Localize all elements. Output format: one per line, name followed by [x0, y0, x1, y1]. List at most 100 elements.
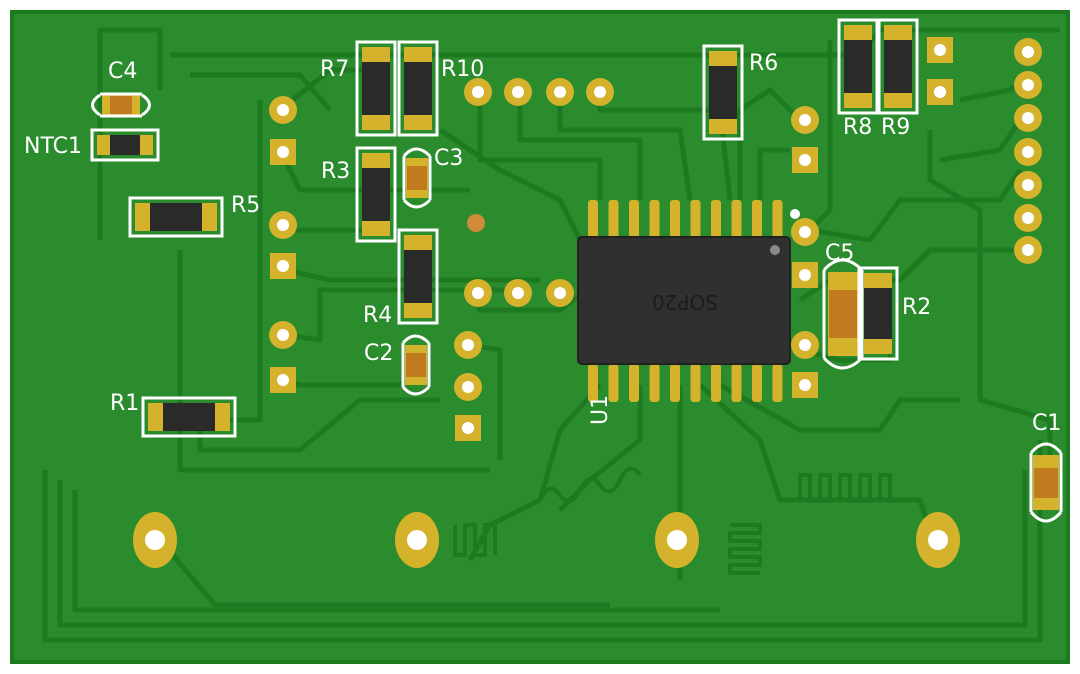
component-c3 [402, 147, 432, 209]
drill-hole [934, 44, 946, 56]
drill-hole [799, 269, 811, 281]
orange-via [467, 214, 485, 232]
component-r8 [837, 18, 879, 115]
ic-pins-top [588, 200, 783, 238]
label-r1: R1 [110, 391, 139, 416]
component-r9 [877, 18, 919, 115]
through-hole-pads [269, 37, 1042, 441]
drill-hole [472, 287, 484, 299]
drill-hole [472, 86, 484, 98]
drill-hole [277, 260, 289, 272]
drill-hole [799, 339, 811, 351]
ic-pin1-dot [770, 245, 780, 255]
label-r7: R7 [320, 57, 349, 82]
ic-pin [588, 200, 598, 238]
component-c1 [1029, 442, 1063, 523]
component-c5 [822, 258, 864, 370]
mounting-hole [667, 530, 687, 550]
label-c5: C5 [825, 241, 854, 266]
drill-hole [594, 86, 606, 98]
ic-pin [772, 364, 783, 402]
label-r5: R5 [231, 193, 260, 218]
drill-hole [934, 86, 946, 98]
label-ntc1: NTC1 [24, 134, 82, 159]
ic-pin [752, 364, 762, 402]
copper-pour [14, 14, 1066, 660]
drill-hole [799, 114, 811, 126]
drill-hole [1022, 179, 1034, 191]
drill-hole [1022, 46, 1034, 58]
drill-hole [512, 287, 524, 299]
label-r2: R2 [902, 295, 931, 320]
ic-pin [649, 364, 660, 402]
drill-hole [1022, 112, 1034, 124]
drill-hole [512, 86, 524, 98]
drill-hole [1022, 244, 1034, 256]
drill-hole [1022, 79, 1034, 91]
drill-hole [462, 381, 474, 393]
label-r9: R9 [881, 115, 910, 140]
label-r6: R6 [749, 51, 778, 76]
mounting-hole [407, 530, 427, 550]
ic-pin [670, 364, 680, 402]
component-r7 [355, 40, 397, 137]
label-r8: R8 [843, 115, 872, 140]
component-r2 [857, 266, 899, 361]
ic-pin [608, 364, 619, 402]
drill-hole [554, 287, 566, 299]
ic-pin [670, 200, 680, 238]
drill-hole [277, 329, 289, 341]
drill-hole [1022, 146, 1034, 158]
mounting-pads [133, 512, 960, 568]
component-r6 [702, 44, 744, 141]
drill-hole [462, 339, 474, 351]
ic-pin [629, 200, 639, 238]
ic-pin [629, 364, 639, 402]
ic-pin [711, 200, 721, 238]
label-c4: C4 [108, 59, 137, 84]
mounting-hole [145, 530, 165, 550]
drill-hole [277, 219, 289, 231]
ic-pin [731, 200, 742, 238]
ic-u1: SOP20 [577, 200, 800, 402]
mounting-hole [928, 530, 948, 550]
silkscreen-labels: C4 NTC1 R5 R7 R10 R3 C3 R4 C2 R1 R6 R8 R… [24, 51, 1061, 436]
drill-hole [799, 379, 811, 391]
ic-pin [649, 200, 660, 238]
drill-hole [554, 86, 566, 98]
drill-hole [277, 104, 289, 116]
label-u1: U1 [588, 395, 613, 425]
label-r10: R10 [441, 57, 484, 82]
component-ntc1 [90, 128, 160, 162]
drill-hole [277, 374, 289, 386]
drill-hole [1022, 212, 1034, 224]
ic-pin [690, 200, 701, 238]
ic-pin [588, 364, 598, 402]
serpentine-traces [453, 466, 892, 575]
component-r1 [141, 396, 237, 438]
label-c3: C3 [434, 146, 463, 171]
ic-pin [752, 200, 762, 238]
component-c4 [91, 92, 151, 118]
ic-pin [608, 200, 619, 238]
drill-hole [799, 226, 811, 238]
ic-marking: SOP20 [652, 290, 718, 314]
label-r3: R3 [321, 159, 350, 184]
drill-hole [277, 146, 289, 158]
ic-pin [772, 200, 783, 238]
label-r4: R4 [363, 303, 392, 328]
ic-pin [731, 364, 742, 402]
component-r3 [355, 146, 397, 243]
label-c2: C2 [364, 341, 393, 366]
ic-body [577, 236, 791, 365]
drill-hole [799, 154, 811, 166]
ic-pin [690, 364, 701, 402]
pin1-silk-dot [790, 209, 800, 219]
component-r4 [397, 228, 439, 325]
ic-pin [711, 364, 721, 402]
drill-hole [462, 422, 474, 434]
component-r5 [128, 196, 224, 238]
component-c2 [401, 334, 431, 396]
